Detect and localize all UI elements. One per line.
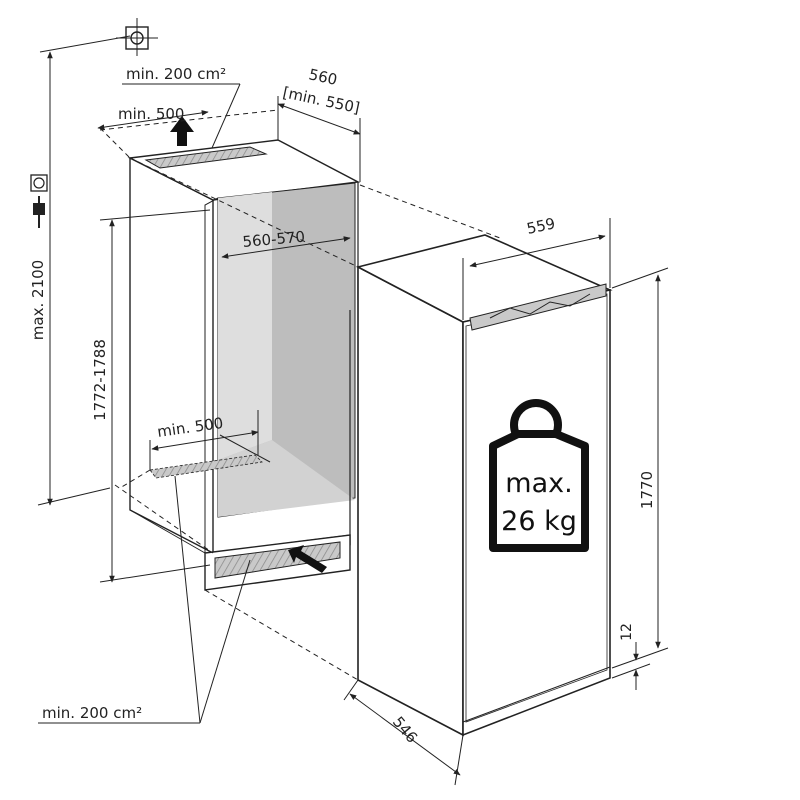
airflow-arrow-icon (288, 545, 327, 573)
max-height-label: max. 2100 (29, 260, 47, 340)
top-vent-label: min. 200 cm² (126, 65, 226, 83)
max-load-line2: 26 kg (501, 506, 577, 537)
niche-width-label-b: [min. 550] (281, 83, 361, 117)
power-socket-icon (30, 174, 48, 192)
airflow-arrow-icon (170, 116, 194, 146)
appliance (355, 234, 613, 737)
appliance-depth-label: 546 (389, 713, 421, 747)
bottom-rear-vent (149, 454, 263, 479)
crosshair-icon (116, 18, 158, 56)
niche-cabinet (127, 139, 361, 591)
niche-width-label-a: 560 (307, 65, 339, 89)
niche-height-label: 1772-1788 (91, 339, 109, 421)
weight-icon: max. 26 kg (489, 399, 589, 552)
appliance-width-label: 559 (525, 214, 557, 238)
power-plug-icon (33, 196, 45, 228)
top-vent-grille (144, 146, 268, 169)
bottom-vent-label: min. 200 cm² (42, 704, 142, 722)
max-load-line1: max. (505, 468, 572, 499)
plinth-gap-label: 12 (619, 623, 635, 641)
appliance-height-label: 1770 (638, 471, 656, 509)
